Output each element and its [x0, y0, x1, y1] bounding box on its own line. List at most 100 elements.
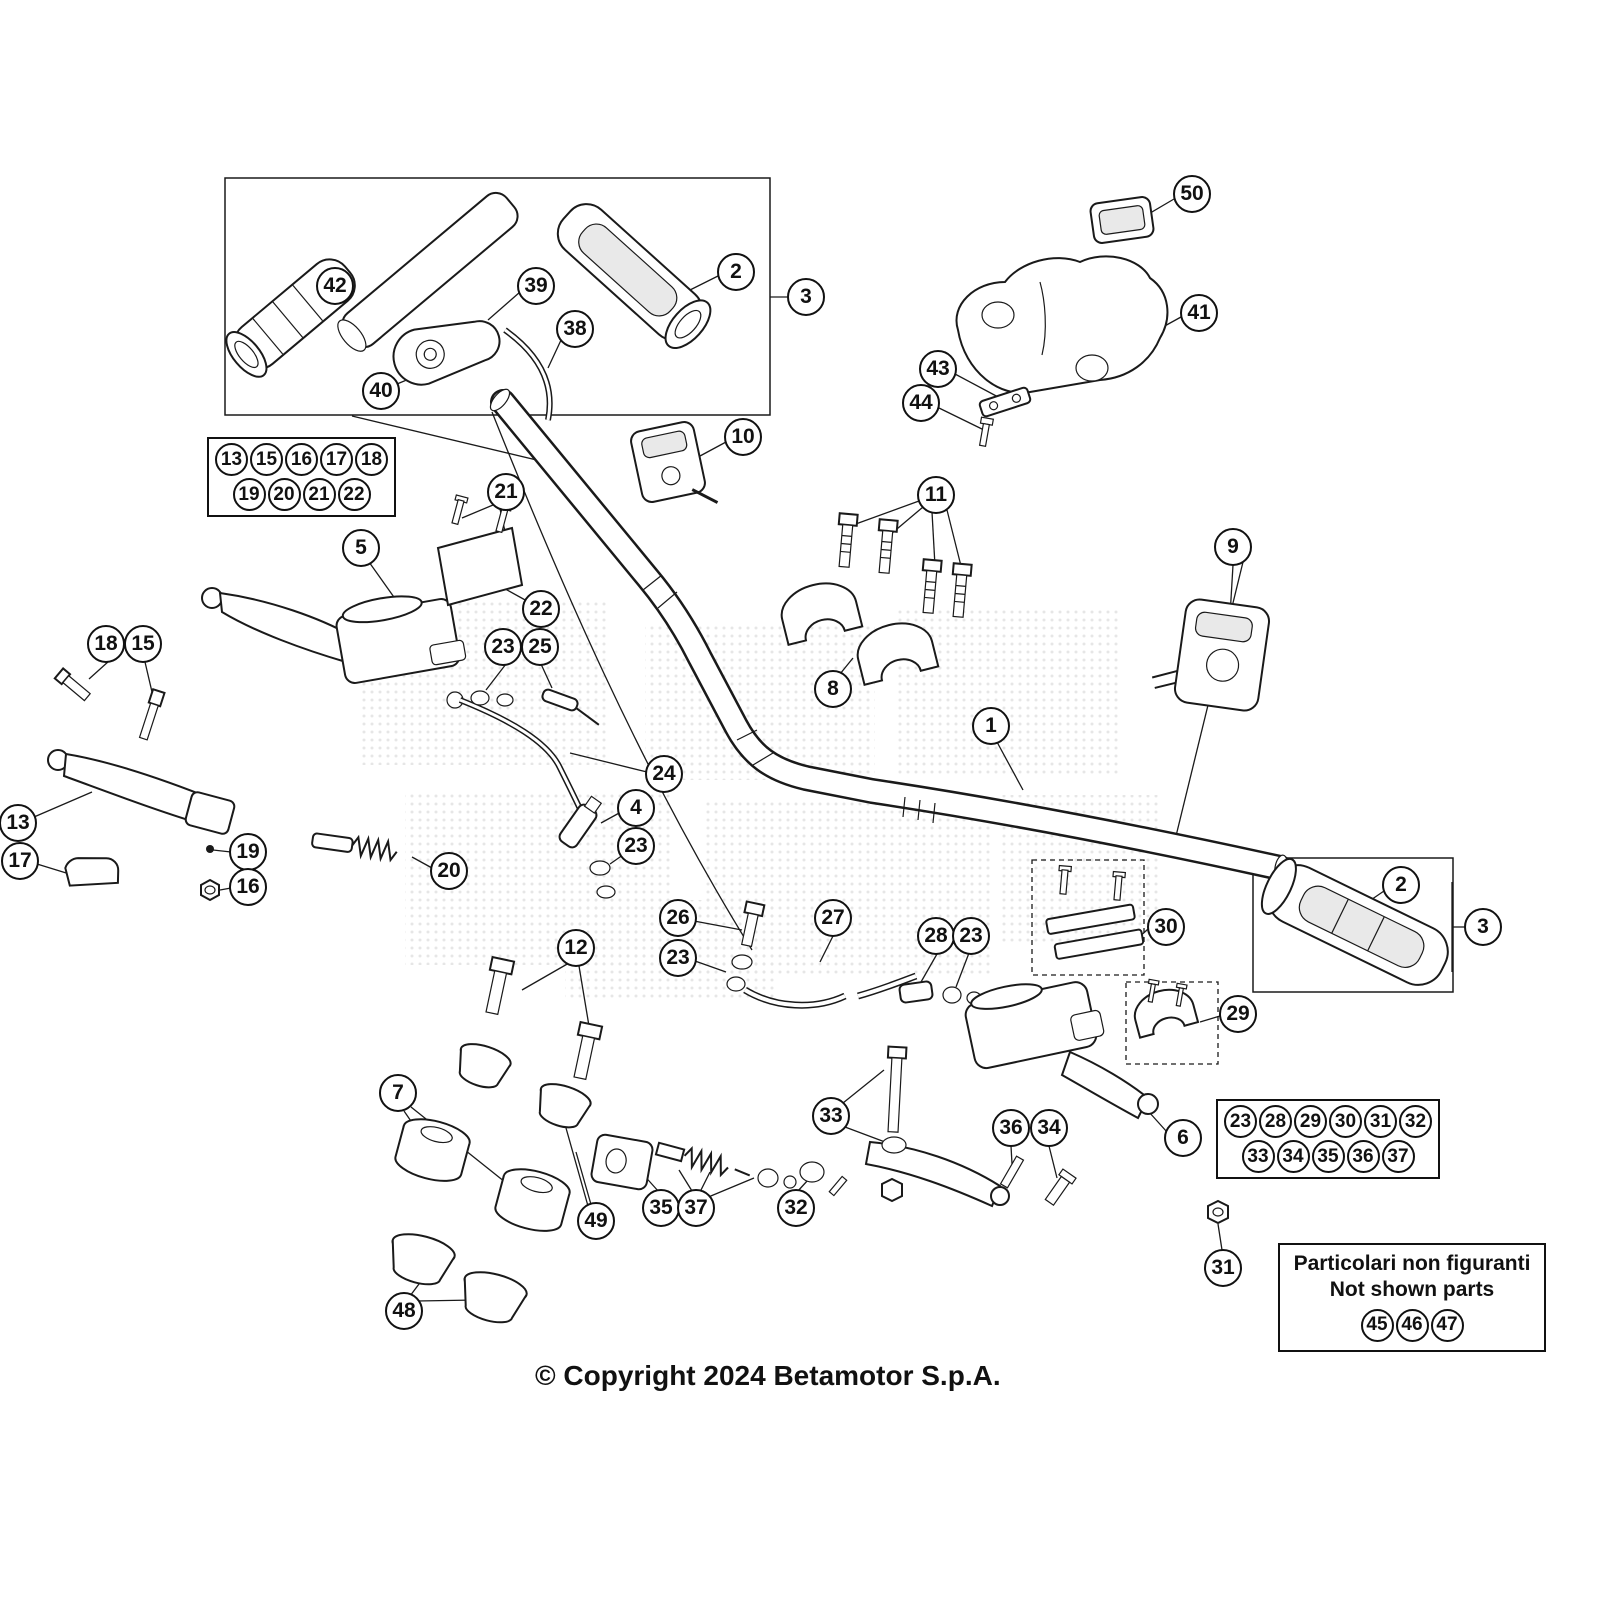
pushrod-36 — [999, 1155, 1025, 1189]
callout-12: 12 — [557, 929, 595, 967]
throttle-housing — [392, 320, 501, 386]
callout-2: 2 — [717, 253, 755, 291]
callout-16: 16 — [229, 868, 267, 906]
throttle-tube-detail — [337, 191, 553, 421]
callout-8: 8 — [814, 670, 852, 708]
cone-49a — [458, 1043, 512, 1089]
callout-48: 48 — [385, 1292, 423, 1330]
callout-17: 17 — [1, 842, 39, 880]
callout-30: 30 — [1147, 908, 1185, 946]
callout-27: 27 — [814, 899, 852, 937]
callout-13: 13 — [0, 804, 37, 842]
callout-20: 20 — [430, 852, 468, 890]
nut-31 — [1207, 1199, 1229, 1225]
callout-31: 31 — [1204, 1249, 1242, 1287]
callout-5: 5 — [342, 529, 380, 567]
bar-pad-41 — [955, 255, 1169, 394]
callout-15: 15 — [124, 625, 162, 663]
part-ref-34: 34 — [1276, 1140, 1310, 1173]
lever-13 — [47, 749, 236, 835]
part-ref-28: 28 — [1259, 1105, 1292, 1138]
screw-44 — [978, 416, 995, 448]
callout-6: 6 — [1164, 1119, 1202, 1157]
callout-22: 22 — [522, 590, 560, 628]
callout-44: 44 — [902, 384, 940, 422]
callout-10: 10 — [724, 418, 762, 456]
block-35 — [590, 1133, 654, 1191]
copyright-text: © Copyright 2024 Betamotor S.p.A. — [535, 1360, 1001, 1391]
bolt-12b — [573, 1020, 604, 1081]
part-ref-16: 16 — [285, 443, 318, 476]
banjo-bolt-26 — [740, 900, 766, 948]
brake-lever-spare — [864, 1140, 1010, 1208]
cup-48a — [391, 1233, 456, 1286]
callout-11: 11 — [917, 476, 955, 514]
not-shown-title-en: Not shown parts — [1329, 1278, 1495, 1302]
not-shown-ref-47: 47 — [1430, 1308, 1464, 1342]
switch-10 — [630, 420, 719, 504]
callout-25: 25 — [521, 628, 559, 666]
adjuster-20 — [311, 832, 398, 863]
callout-21: 21 — [487, 473, 525, 511]
clamp-29 — [1125, 978, 1219, 1065]
callout-23: 23 — [484, 628, 522, 666]
callout-3: 3 — [1464, 908, 1502, 946]
fitting-4 — [558, 795, 603, 849]
part-ref-23: 23 — [1224, 1105, 1257, 1138]
part-ref-33: 33 — [1241, 1140, 1275, 1173]
cable-end-25 — [541, 688, 600, 726]
part-ref-31: 31 — [1364, 1105, 1397, 1138]
callout-29: 29 — [1219, 995, 1257, 1033]
callout-38: 38 — [556, 310, 594, 348]
callout-39: 39 — [517, 267, 555, 305]
callout-4: 4 — [617, 789, 655, 827]
not-shown-ref-45: 45 — [1360, 1308, 1394, 1342]
callout-41: 41 — [1180, 294, 1218, 332]
callout-36: 36 — [992, 1109, 1030, 1147]
callout-49: 49 — [577, 1202, 615, 1240]
callout-32: 32 — [777, 1189, 815, 1227]
callout-42: 42 — [316, 267, 354, 305]
nut-16 — [200, 878, 220, 902]
part-ref-13: 13 — [215, 443, 248, 476]
bolt-33 — [886, 1045, 908, 1133]
grip-right — [1260, 857, 1449, 986]
part-ref-30: 30 — [1329, 1105, 1362, 1138]
callout-26: 26 — [659, 899, 697, 937]
bracket-43 — [978, 386, 1032, 418]
part-ref-37: 37 — [1381, 1140, 1415, 1173]
washer-23-right — [942, 986, 962, 1004]
part-ref-32: 32 — [1399, 1105, 1432, 1138]
pivot-bolt-34 — [1044, 1168, 1077, 1206]
plates-30 — [1031, 859, 1145, 976]
cone-49b — [538, 1083, 592, 1129]
part-ref-35: 35 — [1311, 1140, 1345, 1173]
not-shown-title-it: Particolari non figuranti — [1293, 1252, 1531, 1275]
washers-32 — [757, 1161, 848, 1197]
part-ref-29: 29 — [1294, 1105, 1327, 1138]
clutch-master-cylinder-5 — [201, 587, 467, 709]
callout-7: 7 — [379, 1074, 417, 1112]
callout-33: 33 — [812, 1097, 850, 1135]
callout-23: 23 — [952, 917, 990, 955]
washers-23-left — [470, 690, 616, 899]
callout-23: 23 — [617, 827, 655, 865]
callout-24: 24 — [645, 755, 683, 793]
mount-7b — [494, 1168, 571, 1232]
brake-master-cylinder-6 — [964, 981, 1159, 1120]
bolt-15 — [138, 687, 166, 741]
bolts-11 — [837, 512, 973, 618]
callout-37: 37 — [677, 1189, 715, 1227]
callout-43: 43 — [919, 350, 957, 388]
clutch-cable-24 — [458, 697, 589, 824]
right-grip-box — [1252, 857, 1454, 993]
nut-33 — [881, 1177, 903, 1203]
callout-3: 3 — [787, 278, 825, 316]
callout-35: 35 — [642, 1189, 680, 1227]
